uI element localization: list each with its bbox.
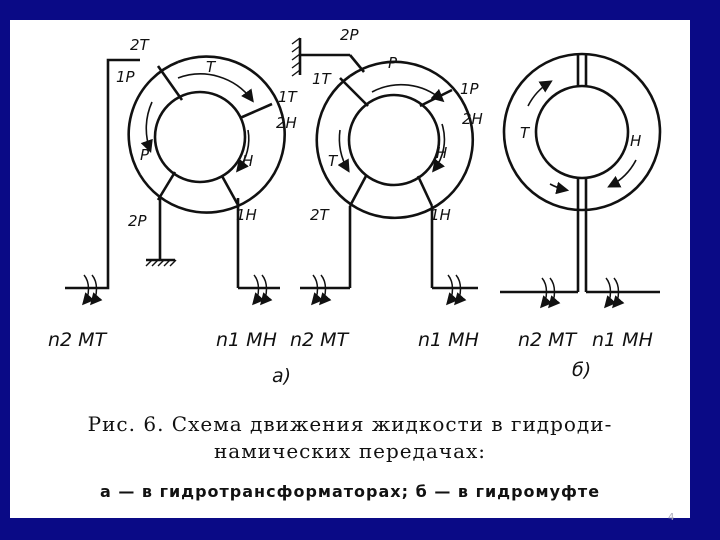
shaft-label-n1-mh: n1 MH [592, 329, 653, 351]
label-T: T [520, 124, 531, 142]
caption-line-3: а — в гидротрансформаторах; б — в гидром… [99, 482, 601, 501]
label-P: P [140, 146, 150, 164]
fluid-coupling [500, 52, 662, 294]
shaft-turbine-1 [65, 58, 140, 290]
label-2H: 2H [462, 110, 483, 128]
converter-1-blade [156, 65, 184, 101]
label-1T: 1T [312, 70, 333, 88]
rotation-arrow [82, 274, 95, 306]
label-H: H [436, 144, 447, 162]
shaft-label-n1-mh: n1 MH [216, 329, 277, 351]
label-T: T [206, 58, 217, 76]
label-1T: 1T [278, 88, 299, 106]
label-H: H [242, 152, 253, 170]
label-1P: 1P [116, 68, 136, 86]
label-H: H [630, 132, 641, 150]
label-P: P [388, 54, 398, 72]
label-1H: 1H [236, 206, 257, 224]
label-2H: 2H [276, 114, 297, 132]
hydraulic-transmission-diagram: 2T 1P T 1T 2H P H 2P 1H 2P 1T P 1P 2H T … [48, 26, 662, 387]
part-label-a: a) [272, 365, 291, 387]
label-2P: 2P [340, 26, 360, 44]
label-2P: 2P [128, 212, 148, 230]
caption-line-2: намических передачах: [213, 439, 487, 463]
flow-arrow [177, 73, 254, 103]
shaft-label-n1-mh: n1 MH [418, 329, 479, 351]
caption-line-1: Рис. 6. Схема движения жидкости в гидрод… [87, 412, 613, 436]
converter-2-outer-ring [334, 60, 475, 220]
converter-1-inner-ring [153, 90, 247, 184]
shaft-label-n2-mt: n2 MT [48, 329, 108, 351]
label-2T: 2T [310, 206, 331, 224]
label-1H: 1H [430, 206, 451, 224]
converter-1-outer-ring [138, 55, 286, 214]
coupling-inner-ring [534, 84, 630, 180]
converter-2-inner-ring [347, 93, 441, 187]
ground-hatch-1 [145, 259, 177, 267]
coupling-outer-ring [502, 52, 662, 212]
label-1P: 1P [460, 80, 480, 98]
part-label-b: б) [572, 359, 591, 381]
shaft-label-n2-mt: n2 MT [518, 329, 578, 351]
shaft-label-n2-mt: n2 MT [290, 329, 350, 351]
page-number: 4 [668, 512, 675, 523]
torque-converter-1 [65, 55, 286, 290]
label-T: T [328, 152, 339, 170]
label-2T: 2T [130, 36, 151, 54]
torque-converter-2 [291, 37, 478, 290]
figure-panel: 2T 1P T 1T 2H P H 2P 1H 2P 1T P 1P 2H T … [10, 20, 690, 518]
